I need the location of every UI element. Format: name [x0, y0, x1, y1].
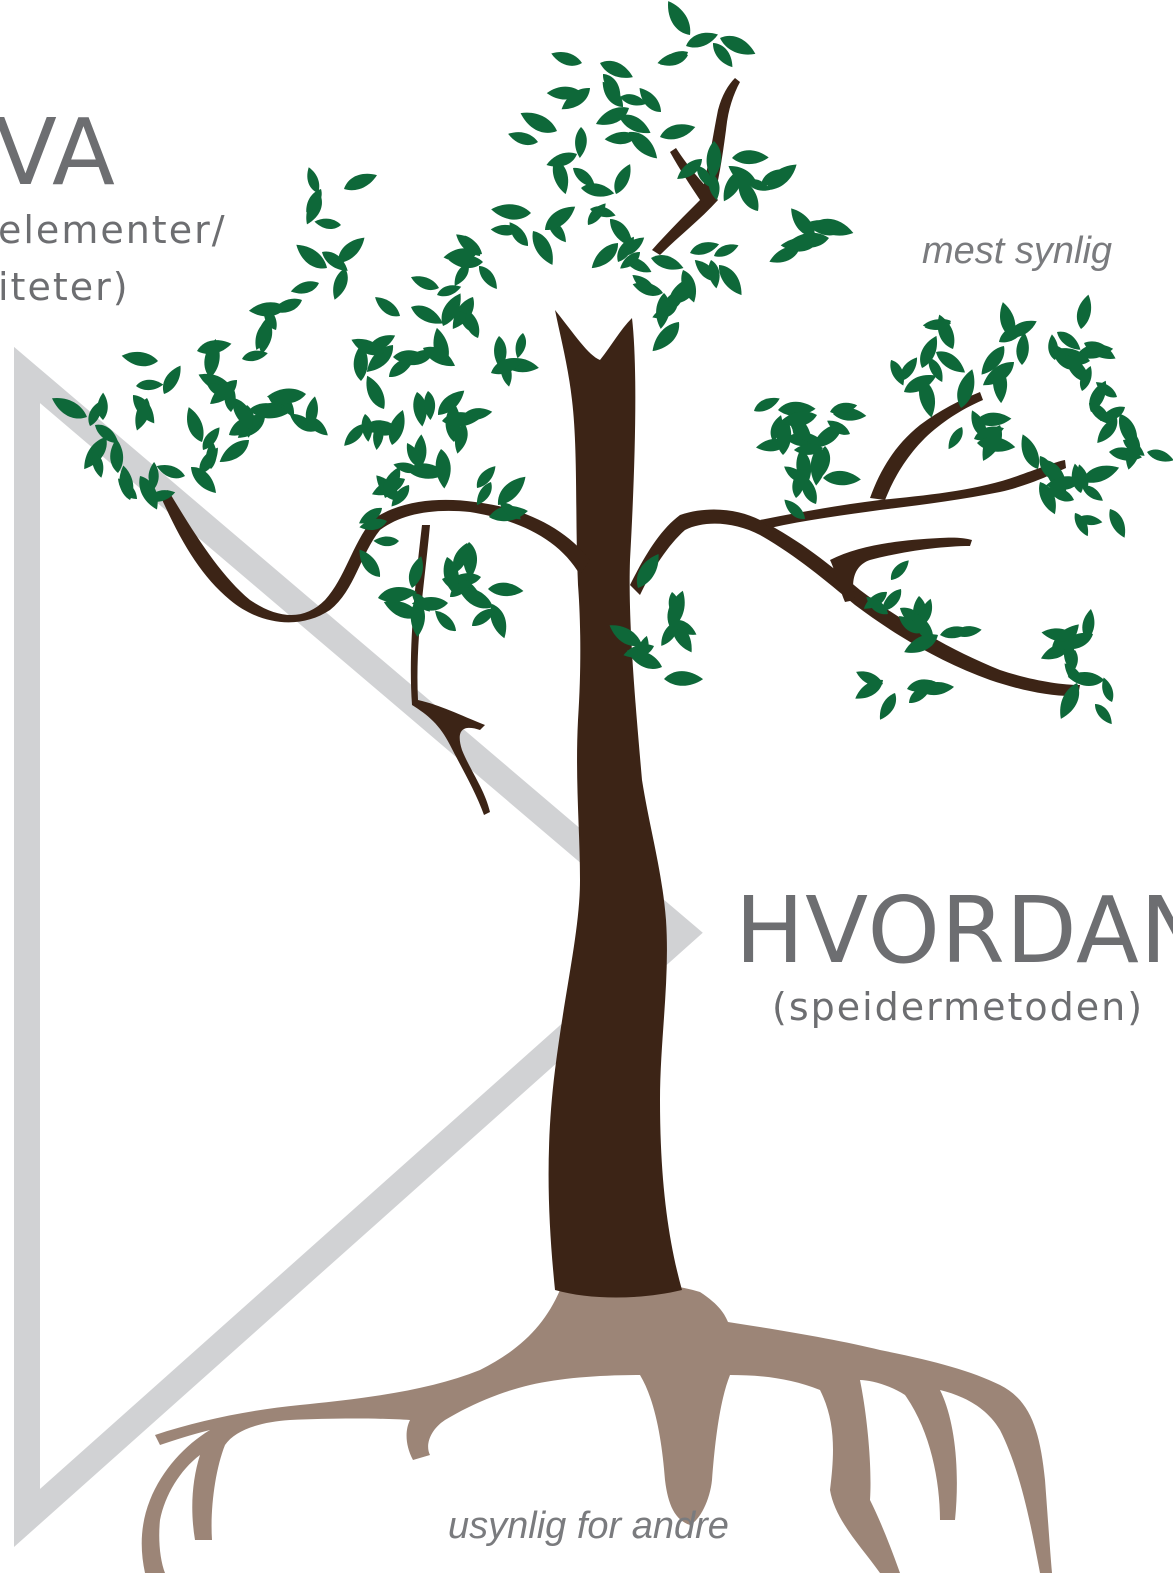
leaf-icon — [289, 278, 321, 297]
tree-icon — [160, 78, 1080, 1298]
leaf-icon — [646, 317, 686, 356]
note-invisible: usynlig for andre — [448, 1505, 729, 1547]
middle-label-subtitle: (speidermetoden) — [772, 985, 1145, 1029]
leaf-icon — [361, 372, 389, 413]
leaf-icon — [1073, 292, 1096, 331]
leaf-icon — [731, 149, 770, 166]
leaf-icon — [361, 413, 374, 443]
leaf-icon — [874, 690, 902, 723]
top-label-subtitle-line2: iteter) — [0, 265, 130, 309]
leaf-icon — [377, 585, 418, 604]
leaf-icon — [886, 557, 913, 583]
leaf-icon — [408, 271, 441, 295]
leaf-icon — [431, 606, 460, 636]
leaf-icon — [182, 404, 208, 445]
leaf-icon — [609, 161, 637, 197]
leaf-icon — [597, 55, 636, 84]
leaf-icon — [714, 260, 747, 300]
leaf-icon — [215, 435, 254, 468]
roots-icon — [141, 1282, 1053, 1573]
middle-label-title: HVORDAN — [735, 877, 1173, 984]
leaf-icon — [487, 580, 525, 599]
leaf-icon — [822, 469, 862, 488]
leaf-icon — [1016, 431, 1044, 473]
leaf-icon — [658, 120, 697, 143]
leaf-icon — [313, 216, 342, 232]
top-label-title: VA — [0, 99, 116, 206]
leaf-icon — [751, 394, 782, 415]
leaf-icon — [341, 169, 380, 194]
leaf-icon — [408, 299, 446, 330]
leaf-icon — [475, 262, 501, 293]
leaf-icon — [371, 292, 403, 322]
leaf-icon — [976, 412, 1012, 427]
leaf-icon — [944, 424, 967, 452]
leaf-icon — [490, 201, 532, 223]
leaf-icon — [328, 266, 353, 302]
leaf-icon — [1091, 700, 1116, 728]
triangle-outline — [14, 346, 703, 1548]
leaf-icon — [549, 47, 584, 71]
leaf-icon — [157, 362, 187, 397]
leaf-icon — [373, 535, 400, 548]
leaf-icon — [491, 471, 531, 510]
leaf-icon — [649, 250, 686, 275]
leaf-icon — [120, 348, 160, 370]
note-most-visible: mest synlig — [922, 230, 1113, 272]
top-label-subtitle-line1: elementer/ — [0, 208, 227, 252]
leaf-icon — [662, 0, 696, 40]
leaf-icon — [332, 232, 370, 267]
leaf-icon — [933, 312, 959, 352]
leaf-icon — [1145, 445, 1173, 466]
leaf-icon — [512, 331, 529, 360]
leaf-icon — [1105, 506, 1130, 541]
leaf-icon — [663, 669, 704, 688]
leaf-icon — [135, 379, 164, 391]
leaf-icon — [506, 127, 540, 149]
